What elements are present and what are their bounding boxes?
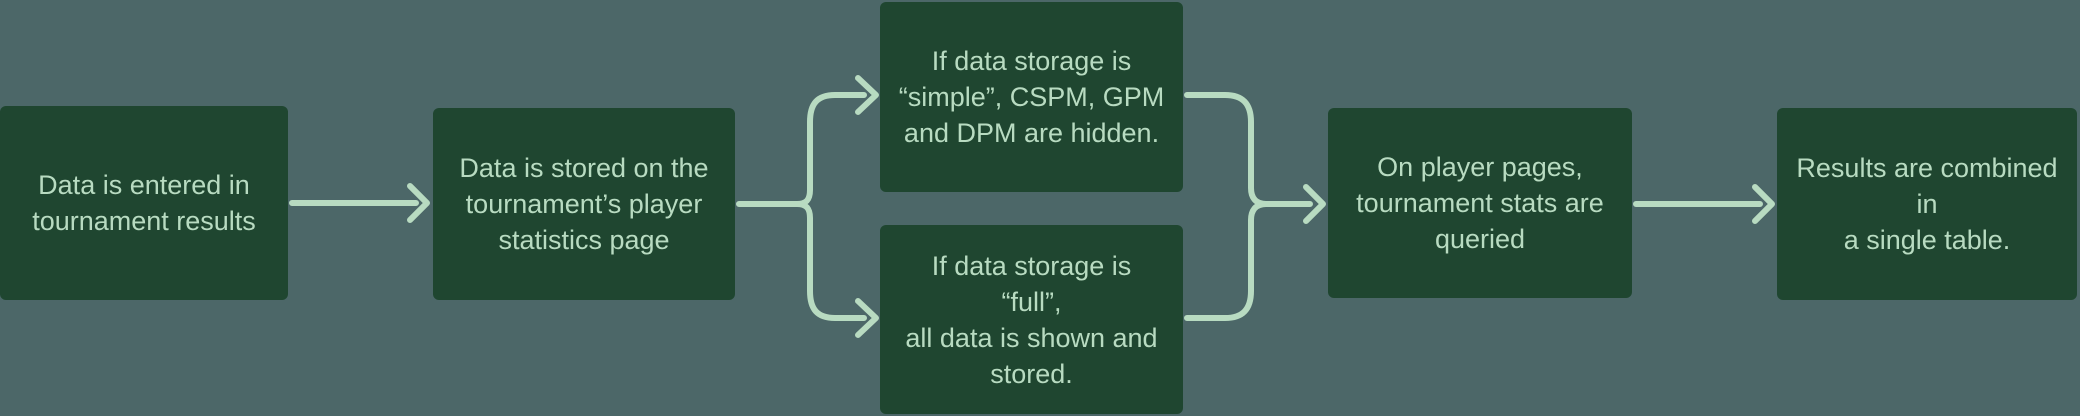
flow-node-stats-queried: On player pages, tournament stats are qu… (1328, 108, 1632, 298)
flow-node-results-combined: Results are combined in a single table. (1777, 108, 2077, 300)
edge-merge-n3-n4-n5 (1184, 92, 1326, 321)
flow-node-storage-simple: If data storage is “simple”, CSPM, GPM a… (880, 2, 1183, 192)
edge-arrow-n1-n2 (289, 183, 430, 223)
edge-split-n2-n3-n4 (736, 75, 879, 338)
flow-node-data-stored: Data is stored on the tournament’s playe… (433, 108, 735, 300)
edge-arrow-n5-n6 (1633, 184, 1775, 224)
flow-node-storage-full: If data storage is “full”, all data is s… (880, 225, 1183, 414)
flow-node-data-entered: Data is entered in tournament results (0, 106, 288, 300)
